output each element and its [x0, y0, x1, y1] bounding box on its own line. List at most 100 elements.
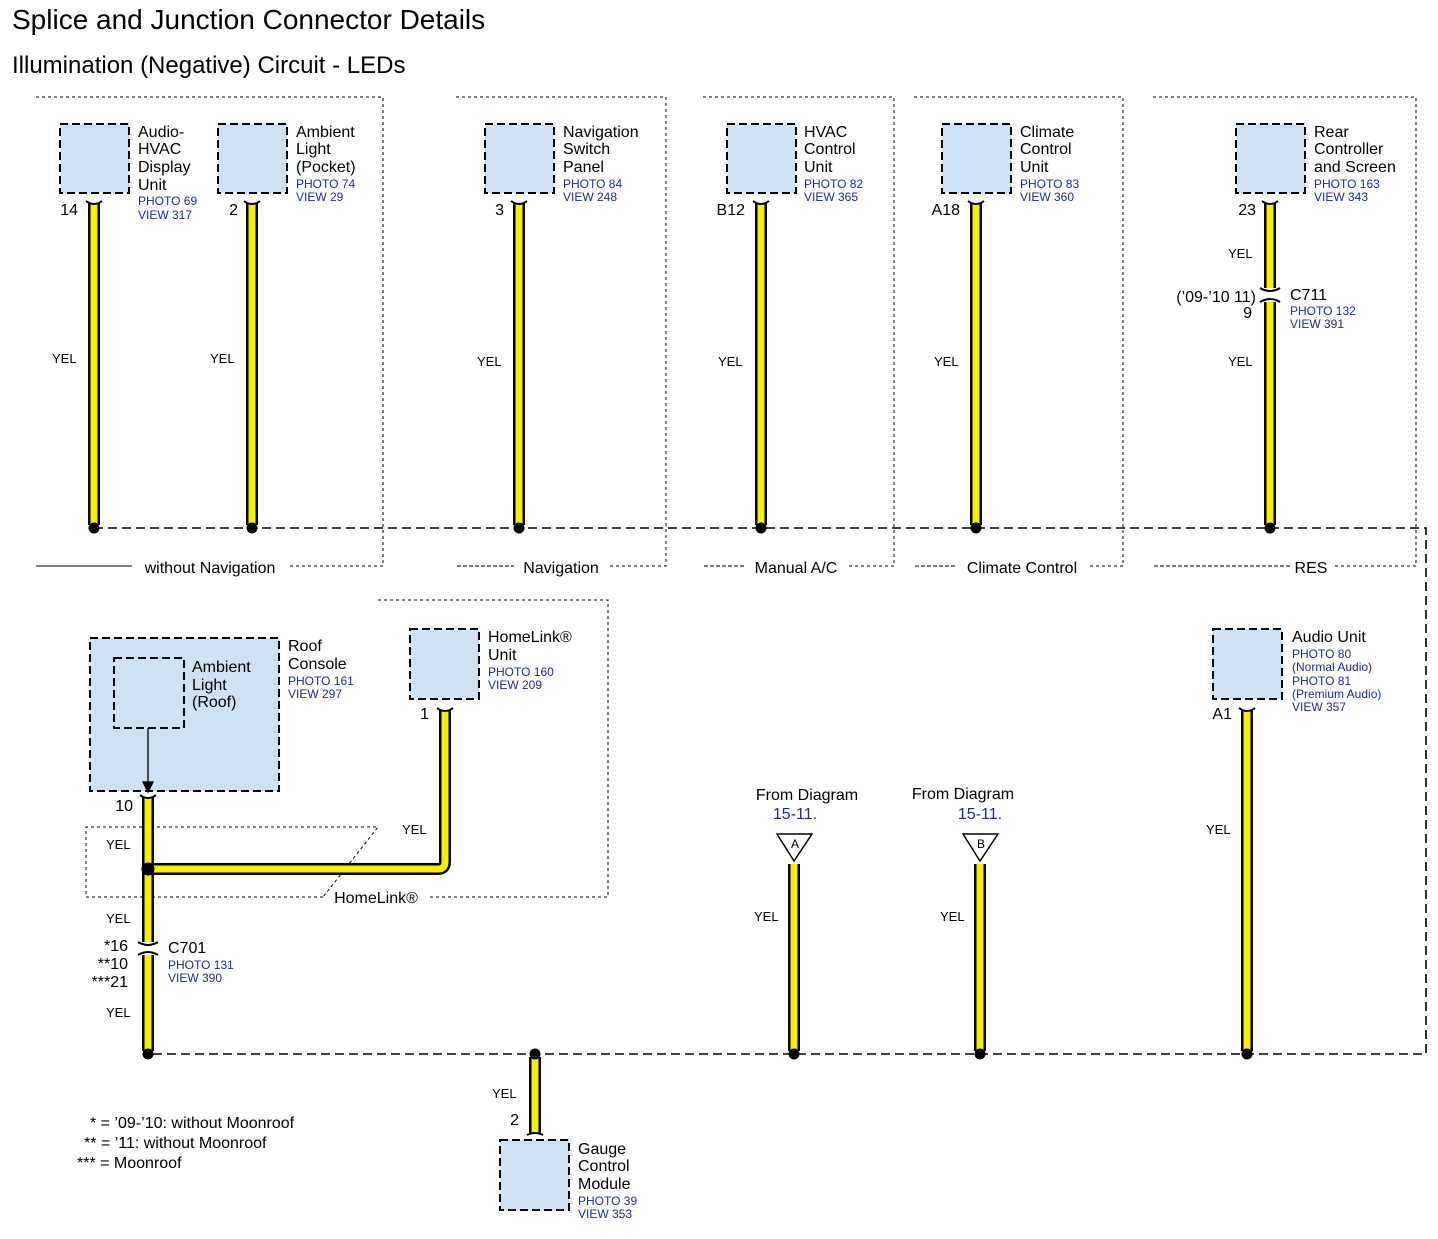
splice-dot — [529, 1048, 541, 1060]
component-box-homelink — [409, 628, 480, 700]
group-frame-navigation — [456, 96, 667, 567]
svg-text:23: 23 — [1238, 202, 1256, 219]
svg-text:From Diagram: From Diagram — [756, 787, 858, 804]
svg-text:VIEW 317: VIEW 317 — [138, 208, 192, 222]
group-frame-climate-control — [914, 96, 1124, 567]
svg-text:and Screen: and Screen — [1314, 159, 1396, 176]
off-page-reference-a-letter: A — [791, 837, 799, 851]
group-frame-homelink — [85, 599, 609, 898]
label-gauge: Gauge Control Module PHOTO 39 VIEW 353 2 — [510, 1112, 637, 1221]
svg-text:C711: C711 — [1290, 287, 1327, 304]
footnotes: * = ’09-’10: without Moonroof ** = ’11: … — [77, 1115, 295, 1172]
svg-text:PHOTO 39: PHOTO 39 — [578, 1194, 637, 1208]
wire-color-label: YEL — [934, 354, 959, 369]
off-page-reference-b — [961, 833, 1000, 863]
splice-dot — [141, 862, 155, 876]
svg-text:Unit: Unit — [1020, 159, 1049, 176]
svg-text:Gauge: Gauge — [578, 1141, 626, 1158]
svg-text:PHOTO 82: PHOTO 82 — [804, 177, 863, 191]
svg-text:3: 3 — [495, 202, 504, 219]
svg-text:(’09-’10 11): (’09-’10 11) — [1176, 289, 1256, 306]
svg-text:VIEW 248: VIEW 248 — [563, 190, 617, 204]
svg-text:(Roof): (Roof) — [192, 694, 236, 711]
group-frame-res — [1153, 96, 1417, 567]
wire-color-label: YEL — [718, 354, 743, 369]
component-box-audio-hvac — [59, 123, 130, 194]
wire-color-label: YEL — [477, 354, 502, 369]
svg-text:Display: Display — [138, 159, 190, 176]
svg-text:(Premium Audio): (Premium Audio) — [1292, 687, 1381, 701]
svg-text:Unit: Unit — [488, 647, 517, 664]
wire-color-label: YEL — [1228, 246, 1253, 261]
splice-dot — [88, 522, 100, 534]
wire-color-label: YEL — [106, 837, 131, 852]
svg-text:VIEW 390: VIEW 390 — [168, 971, 222, 985]
svg-text:(Normal Audio): (Normal Audio) — [1292, 660, 1372, 674]
label-reference-b: From Diagram 15-11. — [912, 786, 1014, 823]
off-page-reference-b-letter: B — [977, 837, 985, 851]
svg-text:HomeLink®: HomeLink® — [488, 629, 572, 646]
wire-color-label: YEL — [1228, 354, 1253, 369]
group-label-navigation: Navigation — [523, 560, 599, 577]
svg-text:Controller: Controller — [1314, 141, 1384, 158]
svg-text:VIEW 297: VIEW 297 — [288, 687, 342, 701]
splice-dot — [1264, 522, 1276, 534]
svg-text:Console: Console — [288, 656, 347, 673]
component-box-nav-switch — [484, 123, 555, 194]
label-ambient-pocket: Ambient Light (Pocket) PHOTO 74 VIEW 29 … — [229, 124, 355, 219]
svg-text:15-11.: 15-11. — [773, 806, 817, 823]
wires — [88, 203, 1276, 1133]
wire-homelink — [150, 710, 451, 875]
svg-text:Navigation: Navigation — [563, 124, 639, 141]
svg-text:Unit: Unit — [804, 159, 833, 176]
svg-text:Ambient: Ambient — [192, 659, 251, 676]
svg-text:PHOTO 160: PHOTO 160 — [488, 665, 554, 679]
svg-text:Unit: Unit — [138, 177, 167, 194]
splice-dot — [142, 1048, 154, 1060]
component-box-hvac-control — [726, 123, 797, 194]
svg-text:10: 10 — [115, 798, 133, 815]
svg-text:VIEW 360: VIEW 360 — [1020, 190, 1074, 204]
wire-color-label: YEL — [754, 909, 779, 924]
group-label-homelink: HomeLink® — [334, 890, 418, 907]
svg-text:C701: C701 — [168, 940, 206, 957]
label-audio-unit: Audio Unit PHOTO 80 (Normal Audio) PHOTO… — [1212, 629, 1381, 723]
svg-text:A18: A18 — [932, 202, 961, 219]
component-box-climate-control — [941, 123, 1012, 194]
svg-text:Module: Module — [578, 1176, 631, 1193]
svg-text:B12: B12 — [717, 202, 746, 219]
svg-text:VIEW 365: VIEW 365 — [804, 190, 858, 204]
svg-text:Switch: Switch — [563, 141, 610, 158]
wire-color-label: YEL — [210, 351, 235, 366]
label-connector-c711: C711 PHOTO 132 VIEW 391 (’09-’10 11) 9 — [1176, 287, 1356, 331]
page-title: Splice and Junction Connector Details — [12, 4, 485, 35]
footnote: *** = Moonroof — [77, 1155, 182, 1172]
svg-text:Light: Light — [192, 677, 227, 694]
group-label-climate-control: Climate Control — [967, 560, 1077, 577]
wire-color-label: YEL — [402, 822, 427, 837]
svg-text:Control: Control — [804, 141, 856, 158]
svg-text:PHOTO 131: PHOTO 131 — [168, 958, 234, 972]
svg-text:PHOTO 132: PHOTO 132 — [1290, 304, 1356, 318]
svg-text:HVAC: HVAC — [804, 124, 847, 141]
wire-color-label: YEL — [106, 1005, 131, 1020]
wire-color-label: YEL — [106, 911, 131, 926]
wire-color-label: YEL — [940, 909, 965, 924]
svg-text:Audio Unit: Audio Unit — [1292, 629, 1366, 646]
footnote: ** = ’11: without Moonroof — [84, 1135, 267, 1152]
svg-text:From Diagram: From Diagram — [912, 786, 1014, 803]
component-box-audio-unit — [1212, 628, 1283, 700]
svg-text:Roof: Roof — [288, 638, 322, 655]
svg-text:VIEW 353: VIEW 353 — [578, 1207, 632, 1221]
label-hvac-control: HVAC Control Unit PHOTO 82 VIEW 365 B12 — [717, 124, 864, 219]
svg-text:A1: A1 — [1212, 706, 1232, 723]
svg-text:(Pocket): (Pocket) — [296, 159, 356, 176]
svg-text:VIEW 29: VIEW 29 — [296, 190, 344, 204]
svg-text:PHOTO 84: PHOTO 84 — [563, 177, 622, 191]
component-box-ambient-pocket — [217, 123, 288, 194]
label-climate-control: Climate Control Unit PHOTO 83 VIEW 360 A… — [932, 124, 1080, 219]
label-audio-hvac: Audio- HVAC Display Unit PHOTO 69 VIEW 3… — [60, 124, 197, 222]
footnote: * = ’09-’10: without Moonroof — [90, 1115, 295, 1132]
group-label-without-navigation: without Navigation — [144, 560, 276, 577]
